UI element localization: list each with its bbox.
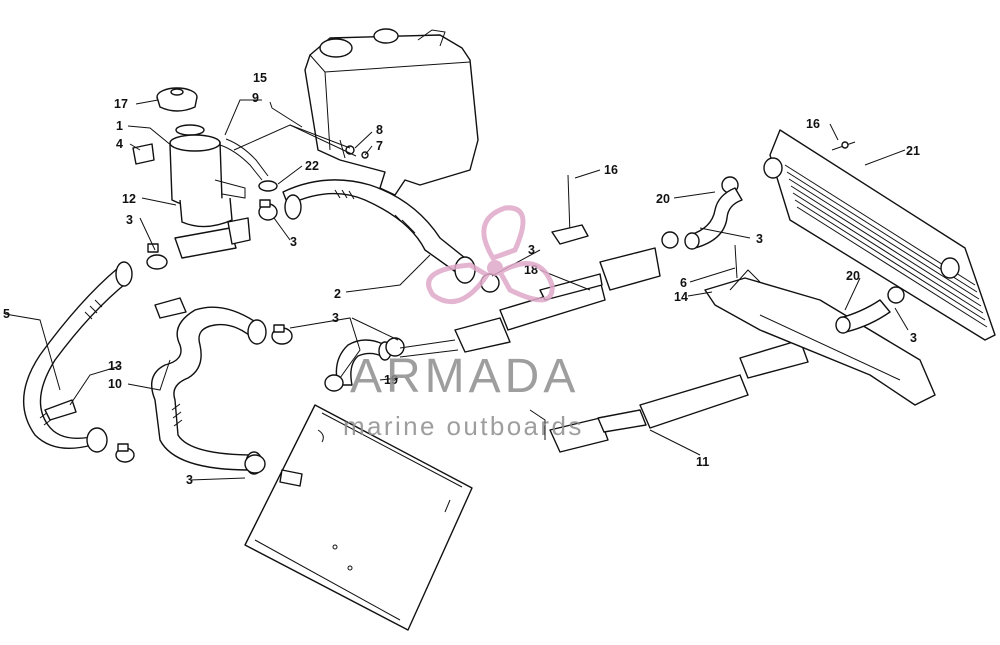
callout-3-a: 3 (126, 213, 133, 227)
watermark-tagline: marine outboards (343, 411, 584, 441)
clamp-icon (146, 243, 168, 270)
sensor-6 (734, 244, 738, 279)
callout-3-d: 3 (332, 311, 339, 325)
callout-15: 15 (253, 71, 267, 85)
clamp-icon (324, 374, 344, 392)
expansion-tank (304, 28, 479, 196)
callout-labels: 17 1 4 12 3 15 9 8 7 22 3 2 5 13 10 3 3 … (3, 71, 920, 487)
bracket-14 (704, 269, 936, 406)
callout-20-b: 20 (846, 269, 860, 283)
radiator-cap (156, 87, 198, 112)
hose-clamps (115, 176, 905, 474)
callout-3-e: 3 (528, 243, 535, 257)
callout-9: 9 (252, 91, 259, 105)
callout-6: 6 (680, 276, 687, 290)
callout-1: 1 (116, 119, 123, 133)
hose-20-lower (835, 299, 891, 334)
callout-11: 11 (696, 455, 709, 469)
duct-18 (399, 247, 661, 358)
duct-11 (529, 339, 809, 453)
filler-neck-bottle (169, 124, 246, 228)
callout-10: 10 (108, 377, 122, 391)
callout-16-a: 16 (604, 163, 618, 177)
propeller-logo-icon (426, 205, 555, 305)
vent-hose-9 (219, 138, 269, 181)
callout-5: 5 (3, 307, 10, 321)
sensor-16-rear (831, 141, 856, 151)
callout-16-b: 16 (806, 117, 820, 131)
callout-4: 4 (116, 137, 123, 151)
watermark-brand: ARMADA (350, 350, 579, 403)
clamp-icon (258, 199, 278, 221)
callout-8: 8 (376, 123, 383, 137)
callout-14: 14 (674, 290, 688, 304)
sensor-16 (551, 174, 589, 245)
callout-3-g: 3 (910, 331, 917, 345)
hose-10 (151, 306, 267, 475)
callout-20-a: 20 (656, 192, 670, 206)
callout-21: 21 (906, 144, 920, 158)
clamp-icon (661, 231, 679, 249)
hose-5 (23, 261, 133, 453)
radiator-21 (763, 129, 996, 341)
callout-2: 2 (334, 287, 341, 301)
callout-22: 22 (305, 159, 319, 173)
clamp-icon (271, 324, 293, 345)
callout-3-b: 3 (290, 235, 297, 249)
clamp-icon (887, 286, 905, 304)
callout-7: 7 (376, 139, 383, 153)
clamp-icon (244, 454, 266, 474)
hardware (258, 107, 369, 192)
callout-17: 17 (114, 97, 128, 111)
heat-exchanger-panel (244, 404, 473, 631)
hose-19 (335, 339, 392, 386)
tee-fitting (174, 217, 251, 259)
callout-3-f: 3 (756, 232, 763, 246)
decal-4 (132, 143, 155, 165)
armada-watermark: ARMADA marine outboards (343, 205, 584, 441)
callout-13: 13 (108, 359, 122, 373)
clip-13 (44, 297, 187, 421)
hose-20-upper (684, 187, 743, 250)
callout-12: 12 (122, 192, 136, 206)
clamp-icon (115, 443, 135, 463)
callout-19: 19 (384, 373, 398, 387)
callout-3-c: 3 (186, 473, 193, 487)
